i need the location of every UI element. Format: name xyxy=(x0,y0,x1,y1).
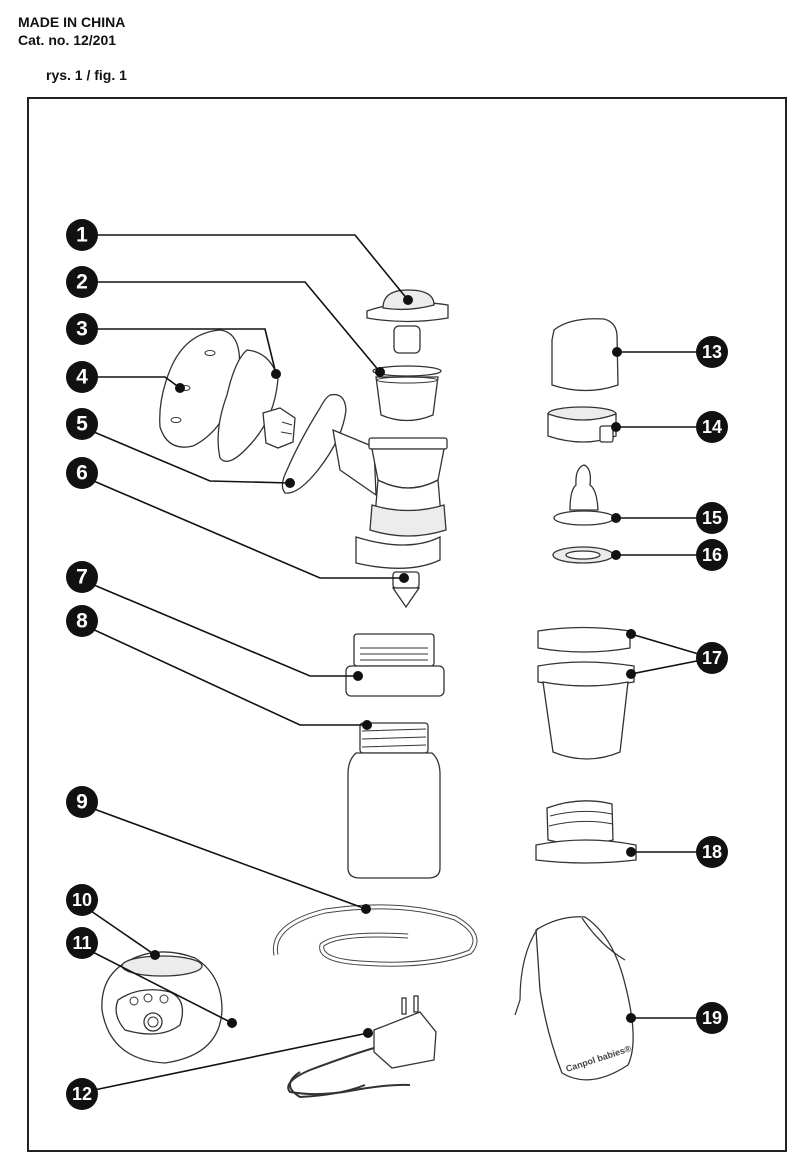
callout-7: 7 xyxy=(66,561,98,593)
svg-text:15: 15 xyxy=(702,508,722,528)
svg-text:9: 9 xyxy=(76,791,88,814)
part-18-adapter xyxy=(535,800,637,864)
part-1-cap xyxy=(366,289,449,354)
callout-2: 2 xyxy=(66,266,98,298)
part-8-bottle xyxy=(347,722,441,879)
part-3-silicone-insert xyxy=(217,349,296,462)
svg-text:18: 18 xyxy=(702,842,722,862)
part-7-adapter xyxy=(345,633,445,697)
callout-3: 3 xyxy=(66,313,98,345)
callout-16: 16 xyxy=(696,539,728,571)
svg-text:8: 8 xyxy=(76,610,88,633)
figure-label: rys. 1 / fig. 1 xyxy=(46,67,127,83)
catalog-number: Cat. no. 12/201 xyxy=(18,32,117,48)
part-19-bag: Canpol babies® xyxy=(514,916,634,1081)
svg-text:2: 2 xyxy=(76,271,88,294)
svg-text:13: 13 xyxy=(702,342,722,362)
part-15-teat xyxy=(553,464,615,526)
svg-text:14: 14 xyxy=(702,417,722,437)
svg-text:4: 4 xyxy=(76,366,88,389)
made-in-label: MADE IN CHINA xyxy=(18,14,126,30)
part-16-disk xyxy=(552,546,614,564)
part-12-charger xyxy=(287,995,437,1099)
callout-9: 9 xyxy=(66,786,98,818)
svg-text:12: 12 xyxy=(72,1084,92,1104)
callout-6: 6 xyxy=(66,457,98,489)
part-14-ring xyxy=(547,406,617,443)
callout-1: 1 xyxy=(66,219,98,251)
svg-text:16: 16 xyxy=(702,545,722,565)
callout-14: 14 xyxy=(696,411,728,443)
part-5-funnel xyxy=(281,393,377,497)
diagram-frame xyxy=(27,97,787,1152)
callout-12: 12 xyxy=(66,1078,98,1110)
callout-19: 19 xyxy=(696,1002,728,1034)
callout-4: 4 xyxy=(66,361,98,393)
svg-text:7: 7 xyxy=(76,566,88,589)
callout-8: 8 xyxy=(66,605,98,637)
svg-text:17: 17 xyxy=(702,648,722,668)
svg-text:10: 10 xyxy=(72,890,92,910)
part-17-container xyxy=(537,626,635,760)
callout-18: 18 xyxy=(696,836,728,868)
svg-text:5: 5 xyxy=(76,413,88,436)
part-13-cap xyxy=(551,318,619,392)
callout-10: 10 xyxy=(66,884,98,916)
part-9-tube xyxy=(272,904,478,967)
callout-17: 17 xyxy=(696,642,728,674)
svg-text:19: 19 xyxy=(702,1008,722,1028)
callout-5: 5 xyxy=(66,408,98,440)
part-2-valve xyxy=(372,365,442,422)
callout-11: 11 xyxy=(66,927,98,959)
svg-text:1: 1 xyxy=(76,224,88,247)
svg-text:6: 6 xyxy=(76,462,88,485)
part-10-motor-unit xyxy=(101,951,223,1064)
svg-text:11: 11 xyxy=(72,933,91,953)
svg-text:3: 3 xyxy=(76,318,88,341)
leader-dots xyxy=(150,295,636,1038)
callout-15: 15 xyxy=(696,502,728,534)
callout-13: 13 xyxy=(696,336,728,368)
pump-body xyxy=(355,437,448,569)
